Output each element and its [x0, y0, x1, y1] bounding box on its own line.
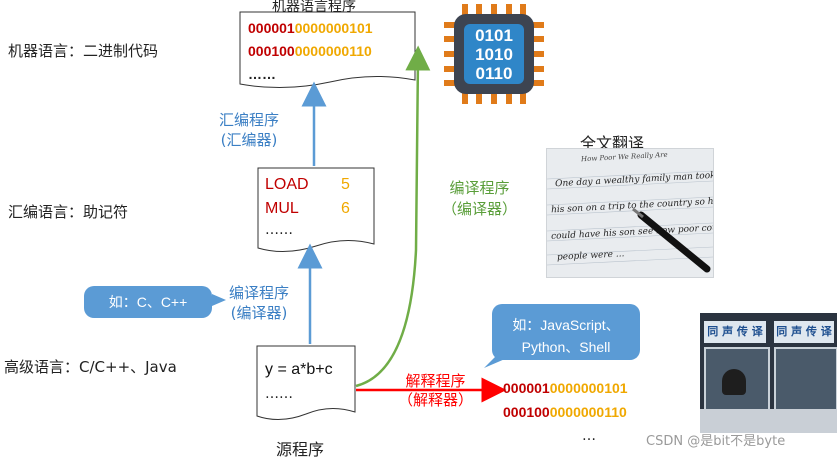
- interpreted-example-line-2: Python、Shell: [521, 339, 611, 355]
- operand-1: 0000000101: [294, 20, 373, 36]
- interpretation-booth-photo: 同 声 传 译 同 声 传 译: [700, 313, 837, 433]
- translation-photo: How Poor We Really Are One day a wealthy…: [546, 148, 714, 278]
- interpret-label-1: 解释程序: [405, 372, 466, 390]
- level-assembly-label: 汇编语言：助记符: [8, 203, 129, 221]
- interpret-label-2: （解释器）: [398, 391, 474, 409]
- cpu-chip-bits: 0101 1010 0110: [464, 24, 524, 83]
- interpreted-example-bubble: 如：JavaScript、 Python、Shell: [492, 304, 640, 360]
- assembly-line-2: MUL 6: [265, 200, 350, 218]
- opcode-2: 000100: [248, 43, 295, 59]
- machine-doc-line-1: 0000010000000101: [248, 20, 373, 36]
- compile-right-label: 编译程序 （编译器）: [442, 178, 517, 220]
- opcode-1: 000001: [248, 20, 295, 36]
- machine-doc-title: 机器语言程序: [272, 0, 356, 15]
- compile-mid-label: 编译程序 (编译器): [229, 283, 289, 323]
- compile-right-label-1: 编译程序: [449, 179, 510, 197]
- assemble-label: 汇编程序 (汇编器): [219, 110, 279, 150]
- interp-output-line-2: 0001000000000110: [503, 404, 627, 420]
- compiled-example-bubble: 如：C、C++: [84, 286, 212, 318]
- chip-row-1: 0101: [475, 26, 513, 45]
- assemble-label-1: 汇编程序: [219, 111, 280, 129]
- source-ellipsis: ……: [265, 386, 293, 402]
- machine-doc-line-2: 0001000000000110: [248, 43, 372, 59]
- cpu-chip-graphic: [444, 4, 544, 104]
- cpu-chip-icon: 0101 1010 0110: [444, 4, 544, 104]
- booth-desk: [700, 409, 837, 433]
- assembly-ellipsis: ……: [265, 222, 293, 238]
- pen-icon: [632, 207, 711, 273]
- interp-opcode-1: 000001: [503, 380, 550, 396]
- asm-op-2: MUL: [265, 200, 299, 217]
- asm-arg-1: 5: [341, 176, 350, 193]
- asm-arg-2: 6: [341, 200, 350, 217]
- booth-sign-left: 同 声 传 译: [704, 321, 766, 343]
- assembly-line-1: LOAD 5: [265, 176, 350, 194]
- compile-right-label-2: （编译器）: [442, 200, 518, 218]
- compile-mid-label-2: (编译器): [230, 304, 288, 322]
- source-caption: 源程序: [276, 440, 325, 459]
- interpreter-figure: [722, 369, 746, 395]
- assemble-label-2: (汇编器): [220, 131, 278, 149]
- interpreted-example-line-1: 如：JavaScript、: [512, 317, 620, 333]
- interp-output-ellipsis: …: [582, 428, 596, 444]
- source-doc-shape: [256, 345, 356, 420]
- watermark: CSDN @是bit不是byte: [646, 434, 786, 449]
- booth-window-right: [774, 347, 837, 411]
- interpret-label: 解释程序 （解释器）: [398, 372, 473, 410]
- booth-sign-right: 同 声 传 译: [774, 321, 834, 343]
- interp-operand-1: 0000000101: [549, 380, 628, 396]
- interp-opcode-2: 000100: [503, 404, 550, 420]
- compile-mid-label-1: 编译程序: [229, 284, 290, 302]
- level-machine-label: 机器语言：二进制代码: [8, 42, 159, 60]
- compile-arrow-right: [355, 45, 431, 388]
- interp-operand-2: 0000000110: [549, 404, 627, 420]
- source-code: y = a*b+c: [265, 361, 333, 378]
- compiled-example-text: 如：C、C++: [108, 294, 188, 310]
- operand-2: 0000000110: [294, 43, 372, 59]
- chip-row-2: 1010: [475, 45, 513, 64]
- bubble-tail-left: [212, 294, 226, 306]
- level-high-label: 高级语言：C/C++、Java: [4, 358, 177, 376]
- machine-doc-ellipsis: ……: [248, 66, 276, 82]
- chip-row-3: 0110: [475, 64, 513, 83]
- asm-op-1: LOAD: [265, 176, 309, 193]
- interp-output-line-1: 0000010000000101: [503, 380, 628, 396]
- machine-doc-shape: [239, 11, 416, 89]
